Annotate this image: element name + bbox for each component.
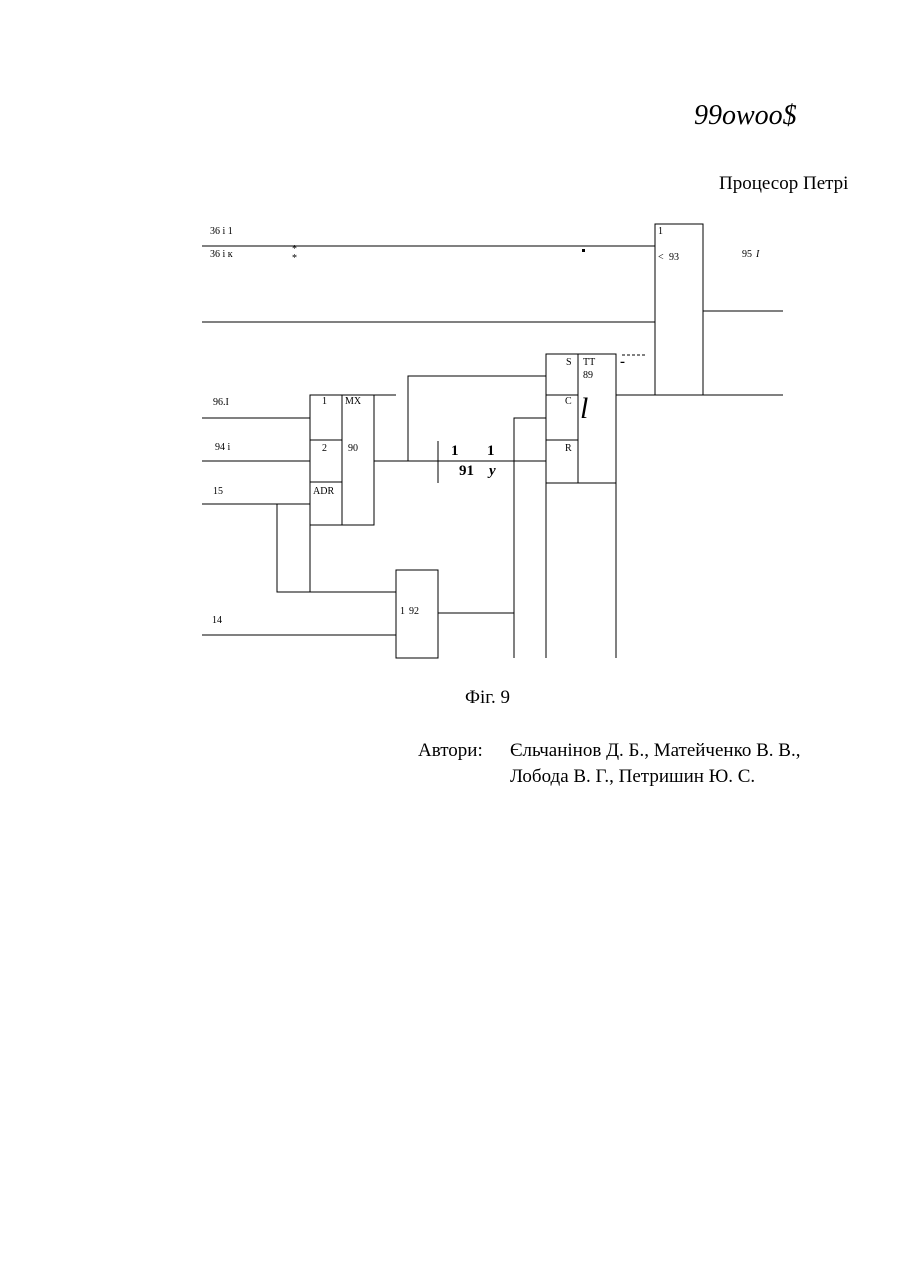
gate92-number: 92 bbox=[409, 606, 419, 617]
authors-label: Автори: bbox=[418, 740, 483, 762]
star-mark-2: * bbox=[292, 253, 297, 264]
gate91-suffix: y bbox=[487, 463, 496, 479]
schematic-diagram: - 36 і 1 36 і к * * 1 < 93 95 I 96.I 94 … bbox=[0, 0, 901, 700]
or-gate-type: 1 bbox=[658, 226, 663, 237]
trigger-c: C bbox=[565, 396, 572, 407]
or-gate-prefix: < bbox=[658, 252, 664, 263]
mux-in1: 1 bbox=[322, 396, 327, 407]
trigger-number: 89 bbox=[583, 370, 593, 381]
gate92-type: 1 bbox=[400, 606, 405, 617]
mux-adr: ADR bbox=[313, 486, 334, 497]
gate91-right: 1 bbox=[487, 443, 495, 459]
or-gate-93-box bbox=[655, 224, 703, 395]
or-gate-number: 93 bbox=[669, 252, 679, 263]
mux-90-left-box bbox=[310, 395, 342, 525]
figure-caption: Фіг. 9 bbox=[465, 687, 510, 709]
mux-in2: 2 bbox=[322, 443, 327, 454]
mux-number: 90 bbox=[348, 443, 358, 454]
trigger-type: TT bbox=[583, 357, 595, 368]
wire-clock bbox=[514, 418, 546, 658]
label-36ik: 36 і к bbox=[210, 249, 233, 260]
label-36i1: 36 і 1 bbox=[210, 226, 233, 237]
label-15: 15 bbox=[213, 486, 223, 497]
label-96: 96.I bbox=[213, 397, 229, 408]
gate91-number: 91 bbox=[459, 463, 474, 479]
trigger-mark: l bbox=[580, 392, 588, 425]
output-suffix: I bbox=[755, 249, 760, 260]
output-label: 95 bbox=[742, 249, 752, 260]
label-94: 94 і bbox=[215, 442, 231, 453]
gate91-left: 1 bbox=[451, 443, 459, 459]
label-14: 14 bbox=[212, 615, 222, 626]
authors-line-2: Лобода В. Г., Петришин Ю. С. bbox=[510, 766, 755, 788]
stray-dash: - bbox=[620, 354, 625, 370]
trigger-89-left bbox=[546, 354, 578, 483]
mux-90-right-box bbox=[342, 395, 374, 525]
trigger-r: R bbox=[565, 443, 572, 454]
authors-line-1: Єльчанінов Д. Б., Матейченко В. В., bbox=[510, 740, 800, 762]
wire-adr-loop bbox=[277, 504, 396, 592]
mux-type: MX bbox=[345, 396, 362, 407]
trigger-s: S bbox=[566, 357, 572, 368]
dot-mark bbox=[582, 249, 585, 252]
